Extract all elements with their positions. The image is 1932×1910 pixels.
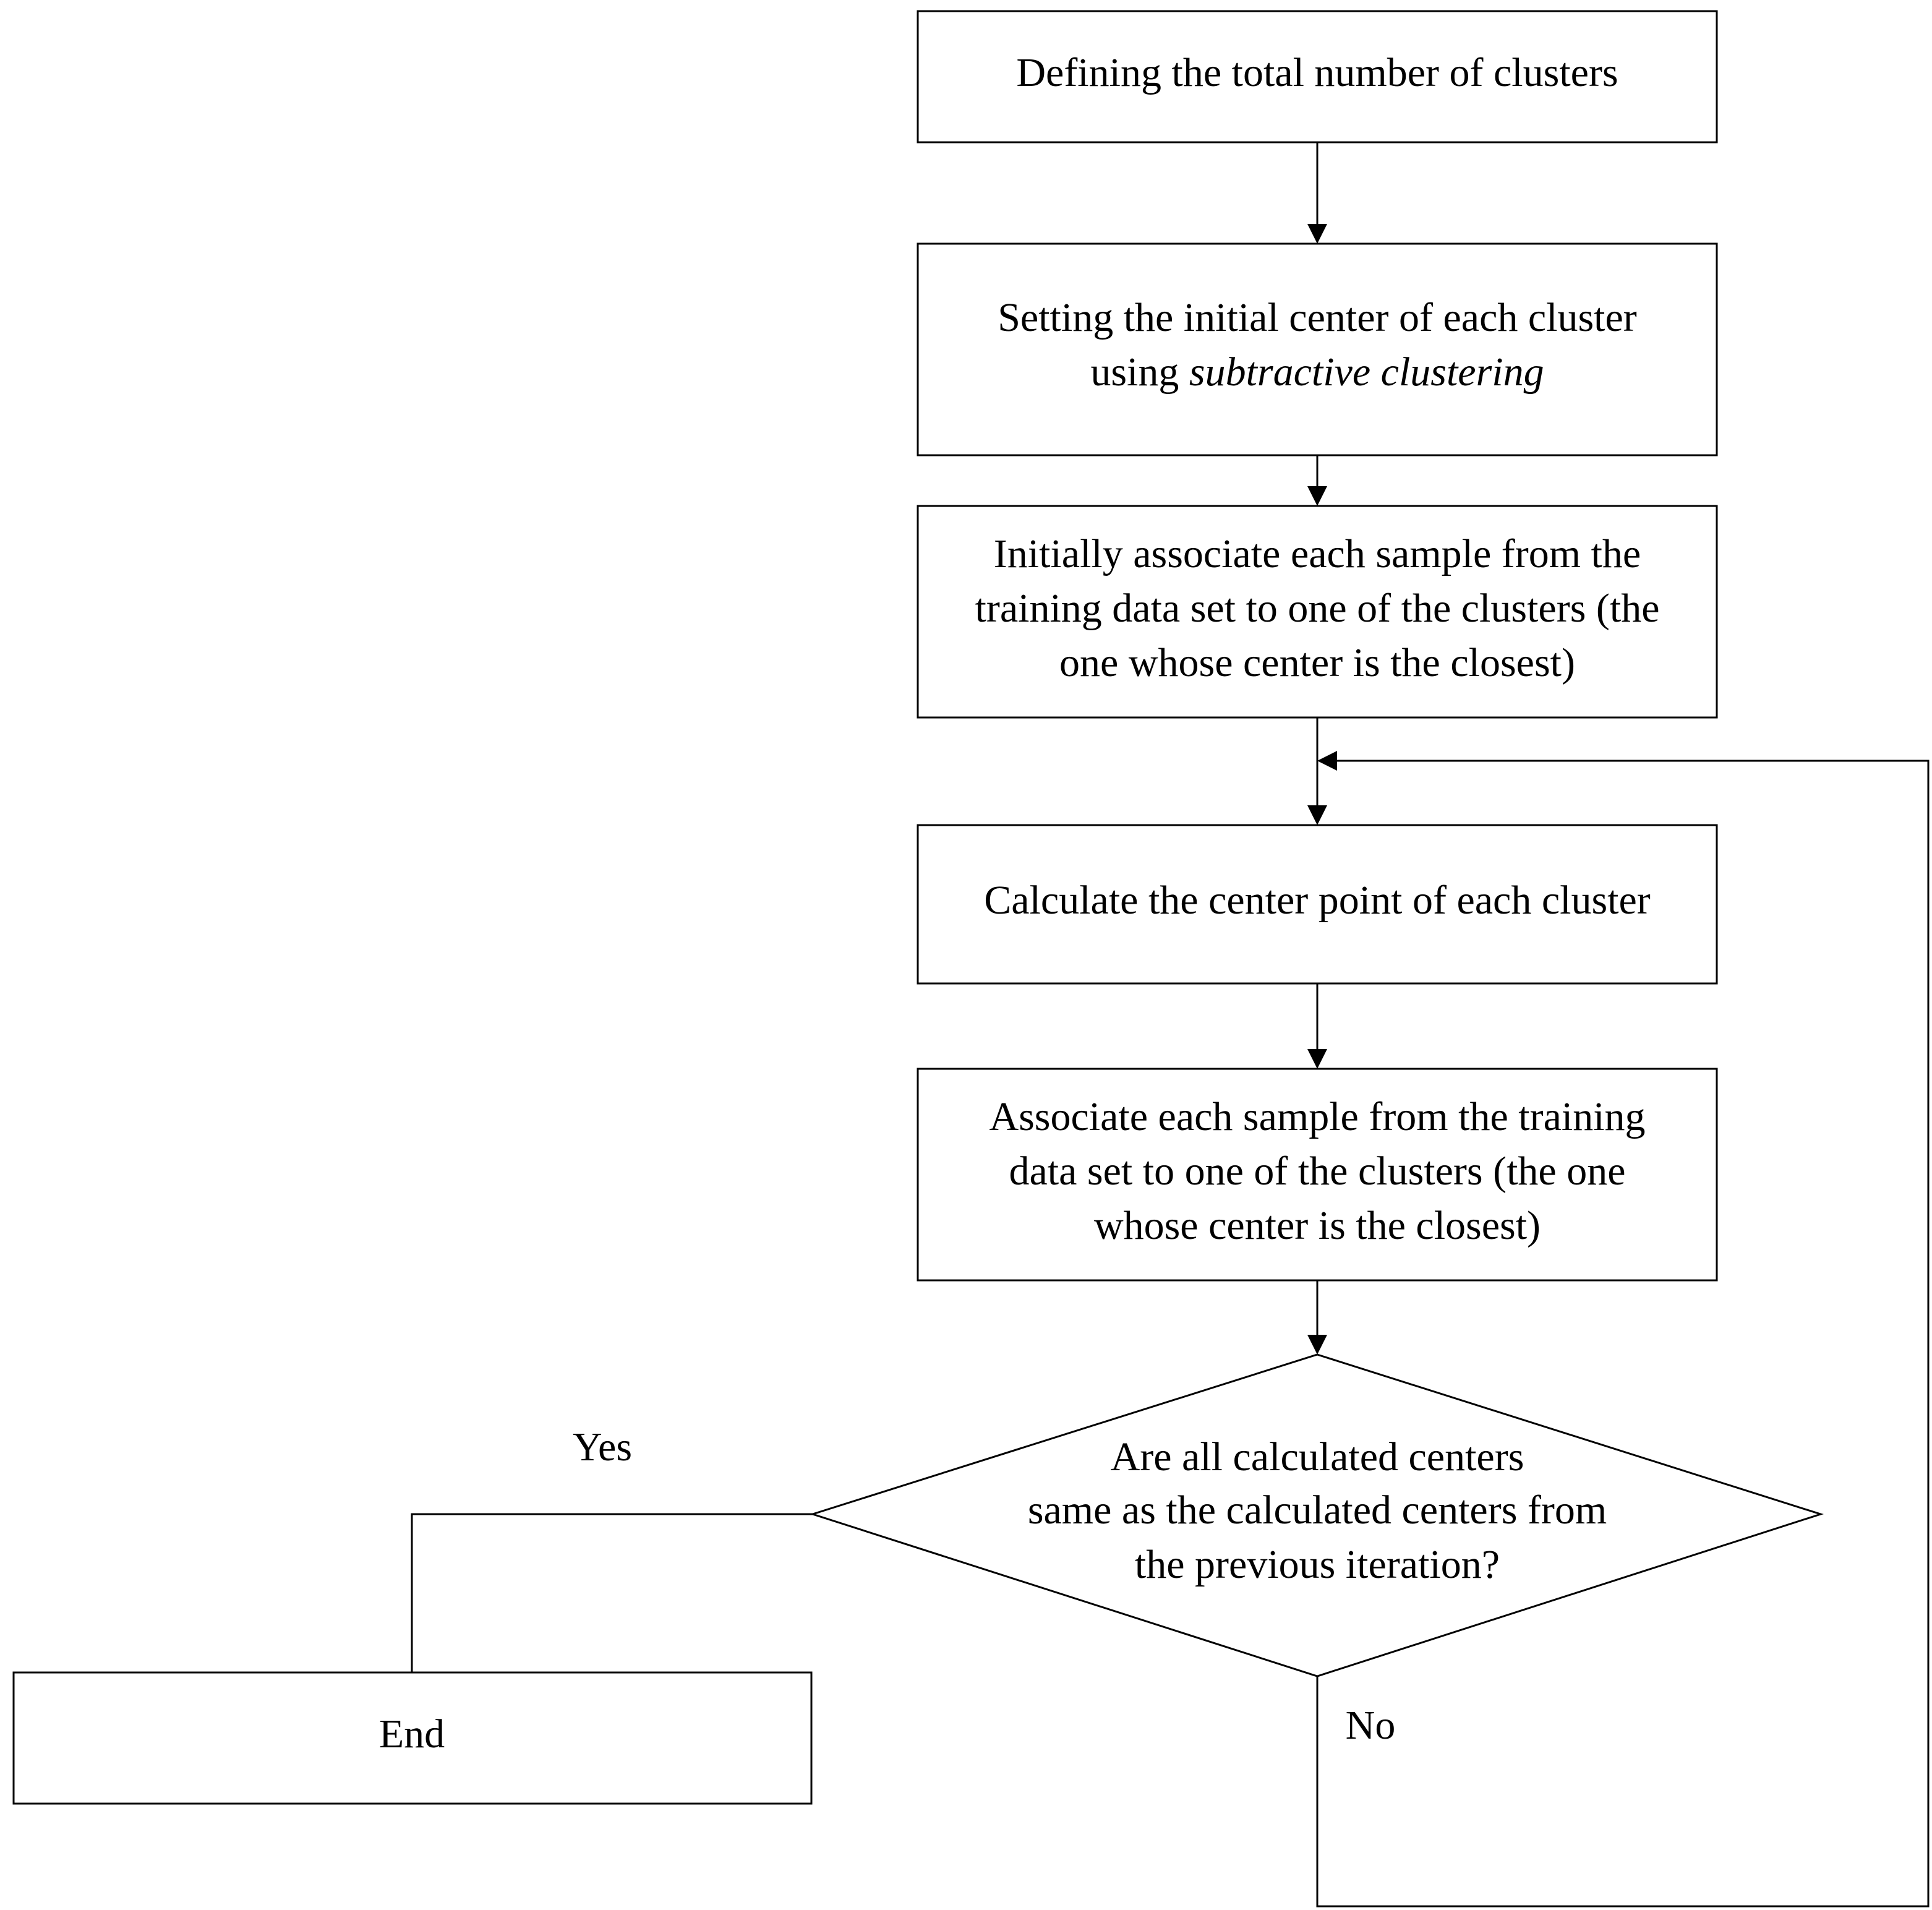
node-define-clusters-box xyxy=(917,10,1718,143)
edge-yes-label: Yes xyxy=(573,1424,632,1470)
edge-decision-yes-to-end: Yes xyxy=(411,1424,813,1672)
edge-decision-yes-to-end-line xyxy=(411,1513,813,1672)
node-calculate-centers-box xyxy=(917,824,1718,985)
edge-associate-to-decision xyxy=(1307,1280,1327,1355)
node-associate-samples-line-3: whose center is the closest) xyxy=(1094,1203,1541,1248)
node-set-initial-centers-line-2-emphasis: subtractive clustering xyxy=(1189,349,1544,395)
node-set-initial-centers-box xyxy=(917,242,1718,456)
node-associate-samples-box xyxy=(917,1068,1718,1282)
edge-define-to-set xyxy=(1307,142,1327,244)
edge-initial-association-to-calculate-arrowhead xyxy=(1307,805,1327,825)
node-initial-association-line-2: training data set to one of the clusters… xyxy=(975,586,1660,631)
node-calculate-centers: Calculate the center point of each clust… xyxy=(917,824,1718,985)
node-initial-association-line-3: one whose center is the closest) xyxy=(1059,640,1575,685)
node-convergence-check: Are all calculated centers same as the c… xyxy=(810,1353,1824,1677)
edge-calculate-to-associate xyxy=(1307,983,1327,1069)
edge-define-to-set-arrowhead xyxy=(1307,224,1327,244)
node-end-box xyxy=(12,1671,813,1805)
node-end-text: End xyxy=(379,1711,445,1757)
edge-set-to-initial-association xyxy=(1307,455,1327,506)
node-initial-association-line-1: Initially associate each sample from the xyxy=(994,531,1641,576)
node-set-initial-centers-line-2-prefix: using xyxy=(1090,349,1189,395)
edge-calculate-to-associate-arrowhead xyxy=(1307,1049,1327,1069)
edge-initial-association-to-calculate xyxy=(1307,717,1327,825)
node-set-initial-centers: Setting the initial center of each clust… xyxy=(917,242,1718,456)
node-associate-samples-line-1: Associate each sample from the training xyxy=(989,1094,1645,1139)
node-initial-association: Initially associate each sample from the… xyxy=(917,505,1718,719)
node-define-clusters: Defining the total number of clusters xyxy=(917,10,1718,143)
edge-associate-to-decision-arrowhead xyxy=(1307,1335,1327,1355)
edge-decision-no-loop-back: No xyxy=(1316,751,1930,1908)
node-associate-samples: Associate each sample from the training … xyxy=(917,1068,1718,1282)
node-set-initial-centers-line-2: using subtractive clustering xyxy=(1090,349,1544,395)
node-convergence-check-line-1: Are all calculated centers xyxy=(1111,1434,1524,1480)
node-end: End xyxy=(12,1671,813,1805)
node-set-initial-centers-line-1: Setting the initial center of each clust… xyxy=(998,295,1637,340)
edge-decision-no-loop-back-arrowhead xyxy=(1317,751,1337,771)
node-convergence-check-line-3: the previous iteration? xyxy=(1135,1542,1500,1587)
edge-decision-no-loop-back-line xyxy=(1316,760,1930,1908)
edge-no-label: No xyxy=(1346,1703,1396,1748)
node-calculate-centers-text: Calculate the center point of each clust… xyxy=(984,878,1651,923)
node-associate-samples-line-2: data set to one of the clusters (the one xyxy=(1009,1149,1626,1194)
node-define-clusters-text: Defining the total number of clusters xyxy=(1016,50,1618,95)
node-convergence-check-line-2: same as the calculated centers from xyxy=(1028,1488,1607,1533)
edge-set-to-initial-association-arrowhead xyxy=(1307,486,1327,506)
